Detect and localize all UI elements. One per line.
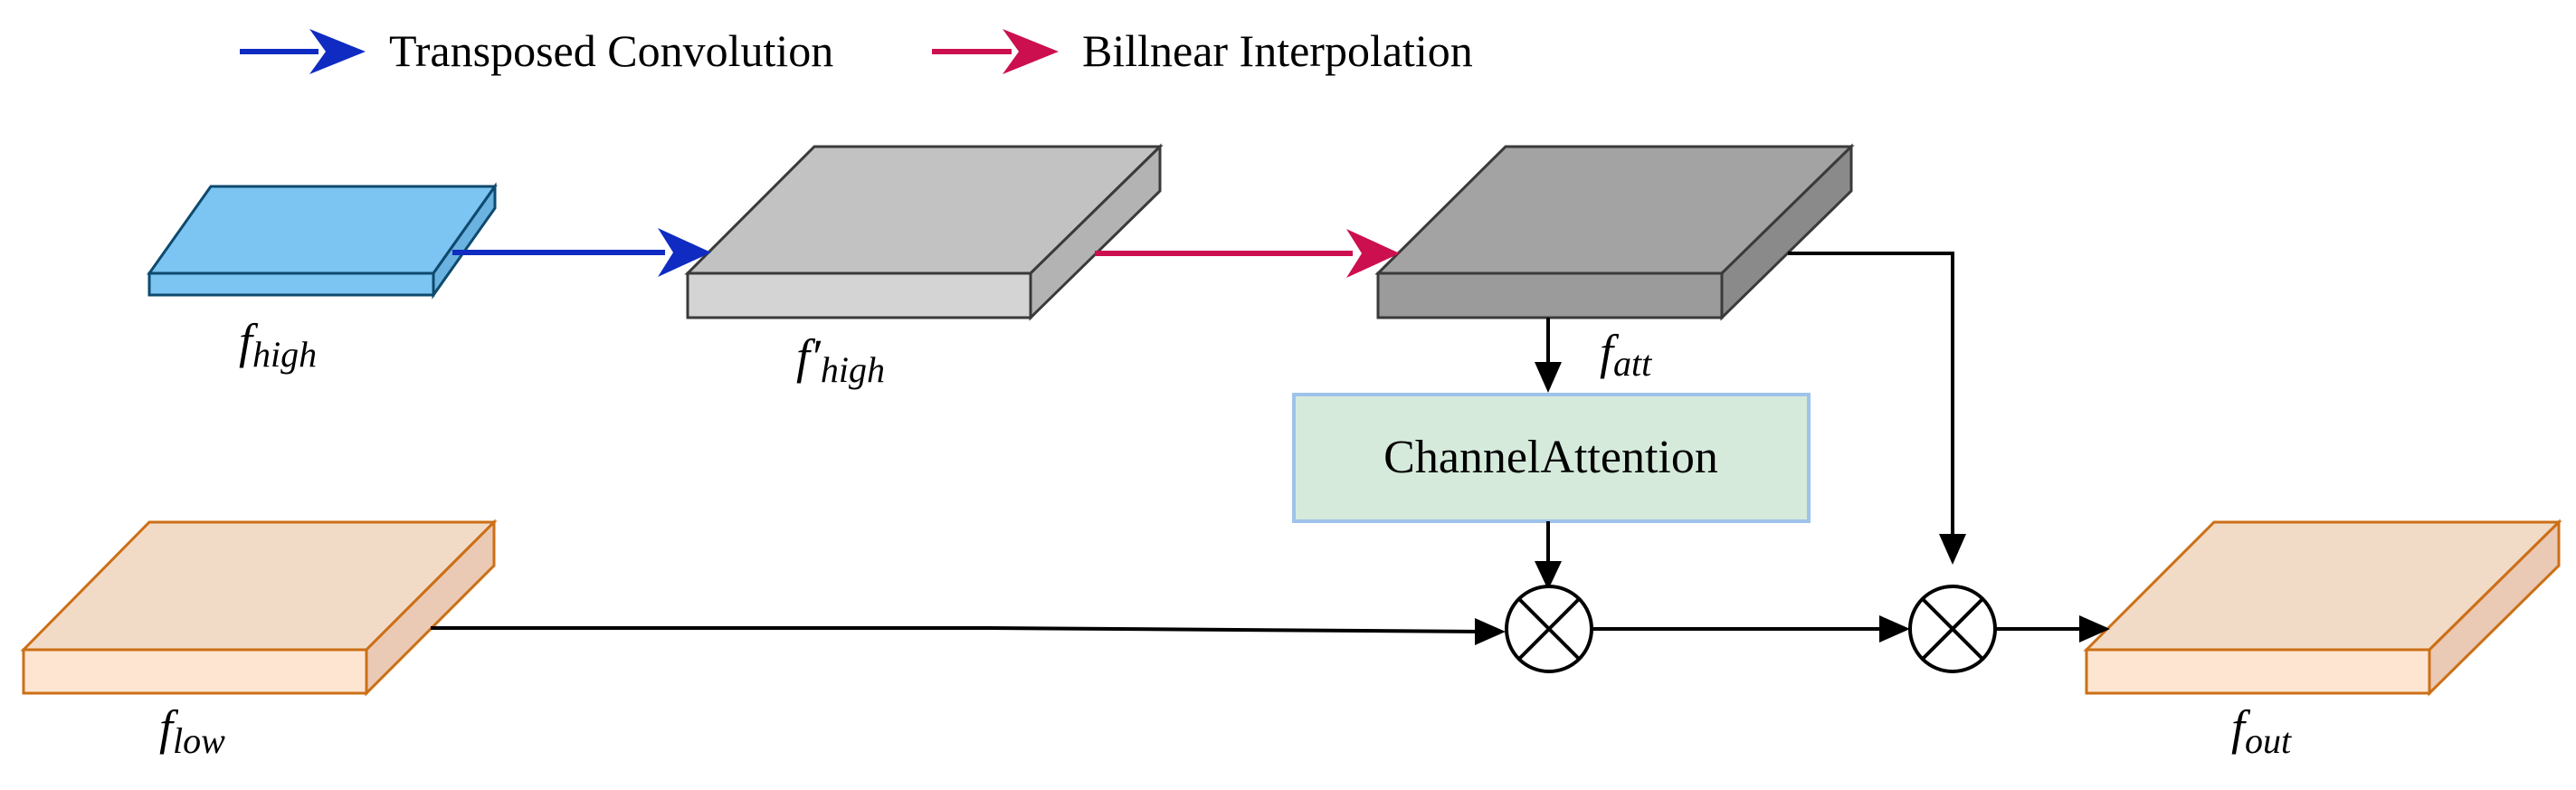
arrow-multiply2-to-fout [1996,615,2110,642]
block-f-low: flow [20,519,498,761]
multiply-operator-2 [1908,585,1997,673]
arrow-fhighprime-to-fatt [1095,229,1400,278]
legend: Transposed Convolution Billnear Interpol… [240,25,1473,76]
label-f-high-prime: f′high [796,329,885,390]
label-f-att: fatt [1600,325,1652,384]
block-f-high: fhigh [147,182,498,375]
channel-attention-rect [1292,393,1811,523]
label-f-low: flow [159,700,225,761]
arrow-channel-attention-to-multiply1 [1535,521,1562,590]
legend-transposed-label: Transposed Convolution [389,25,833,76]
channel-attention-label: ChannelAttention [1383,432,1718,483]
label-f-high: fhigh [239,314,317,375]
block-f-out: fout [2083,519,2562,761]
arrow-fatt-to-multiply2 [1788,252,1966,565]
block-f-att: fatt [1374,143,1855,384]
block-f-high-prime-side [1029,143,1162,321]
legend-red-arrow-head [1003,29,1059,74]
block-f-out-side [2428,519,2561,697]
arrow-fatt-to-channel-attention [1535,318,1562,393]
block-f-att-front [1376,271,1724,319]
block-f-high-front [147,271,435,297]
block-f-high-prime-front [686,271,1032,319]
legend-blue-arrow-head [309,29,366,74]
block-f-low-front [22,648,368,695]
block-f-high-side [432,182,497,300]
legend-transposed-convolution: Transposed Convolution [240,25,833,76]
label-f-out: fout [2231,700,2292,761]
block-f-high-prime: f′high [684,143,1164,390]
legend-bilinear-label: Billnear Interpolation [1082,25,1473,76]
block-f-att-side [1720,143,1853,321]
multiply-operator-1 [1505,585,1593,673]
arrow-flow-to-multiply1 [431,618,1506,645]
arrow-fhigh-to-fhighprime [452,228,711,277]
block-f-low-side [365,519,496,697]
arrow-multiply1-to-multiply2 [1593,615,1910,642]
legend-bilinear-interpolation: Billnear Interpolation [932,25,1473,76]
block-f-out-front [2085,648,2431,695]
channel-attention-box: ChannelAttention [1292,393,1811,523]
